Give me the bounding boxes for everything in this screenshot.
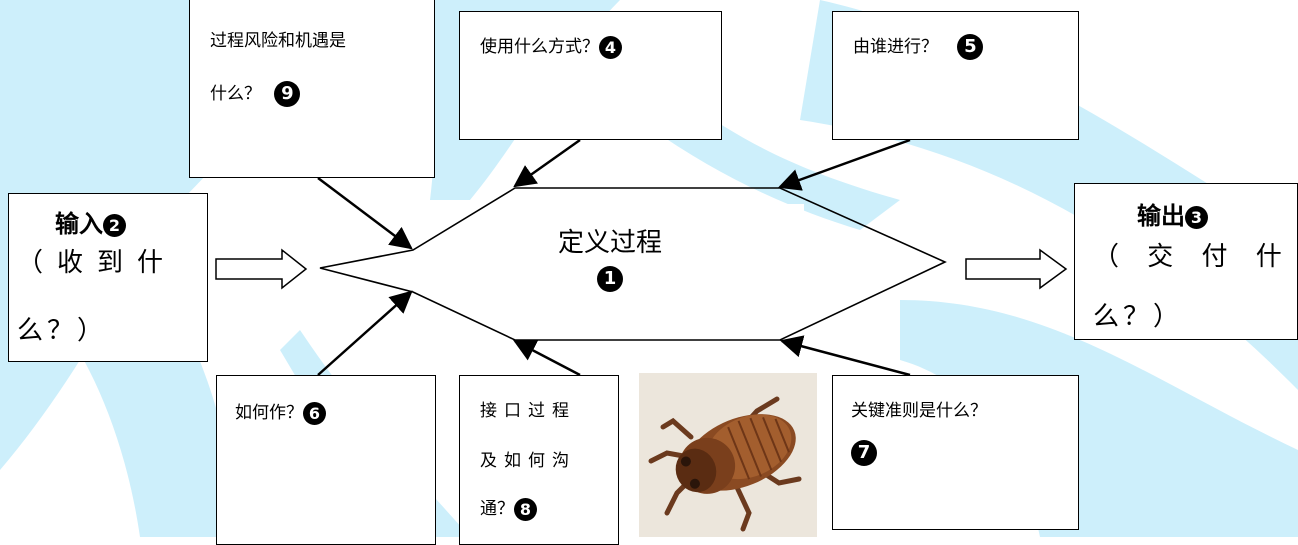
input-title: 输入 (55, 210, 103, 238)
method-row: 使用什么方式？4 (480, 32, 622, 59)
center-title: 定义过程 (557, 228, 662, 258)
center-label: 定义过程 1 (495, 222, 725, 293)
num-1-icon: 1 (597, 265, 623, 292)
criteria-text: 关键准则是什么？ (851, 401, 987, 421)
num-5-icon: 5 (957, 34, 984, 60)
num-6-icon: 6 (303, 401, 326, 425)
interface-line1: 接口过程 (480, 401, 576, 421)
interface-line3: 通？ (480, 499, 514, 519)
who-question-box: 由谁进行？ 5 (832, 11, 1079, 140)
interface-line2: 及如何沟 (480, 451, 576, 471)
input-line2: 么？） (17, 316, 108, 346)
num-7-icon: 7 (851, 440, 877, 466)
output-line1: （ 交 付 什 (1093, 242, 1292, 272)
interface-line3-row: 通？8 (480, 494, 537, 521)
num-8-icon: 8 (514, 497, 537, 521)
input-line1: （收到什 (17, 248, 178, 278)
num-4-icon: 4 (599, 35, 622, 59)
interface-question-box: 接口过程 及如何沟 通？8 (459, 375, 619, 545)
method-question-box: 使用什么方式？4 (459, 11, 722, 140)
how-question-box: 如何作？6 (216, 375, 436, 545)
risk-line2-row: 什么？ 9 (210, 79, 301, 107)
risk-question-box: 过程风险和机遇是 什么？ 9 (189, 0, 435, 178)
how-text: 如何作？ (235, 403, 303, 423)
who-row: 由谁进行？ 5 (853, 32, 984, 60)
who-text: 由谁进行？ (853, 37, 938, 57)
num-9-icon: 9 (274, 81, 301, 107)
num-3-icon: 3 (1185, 205, 1208, 229)
criteria-question-box: 关键准则是什么？ 7 (832, 375, 1079, 530)
output-line2: 么？） (1093, 302, 1184, 332)
output-title: 输出 (1137, 202, 1185, 230)
beetle-photo (639, 373, 817, 537)
criteria-num-row: 7 (851, 440, 877, 466)
method-text: 使用什么方式？ (480, 37, 599, 57)
how-row: 如何作？6 (235, 398, 326, 425)
risk-line2: 什么？ (210, 84, 261, 104)
risk-line1: 过程风险和机遇是 (210, 31, 346, 51)
num-2-icon: 2 (103, 213, 126, 237)
